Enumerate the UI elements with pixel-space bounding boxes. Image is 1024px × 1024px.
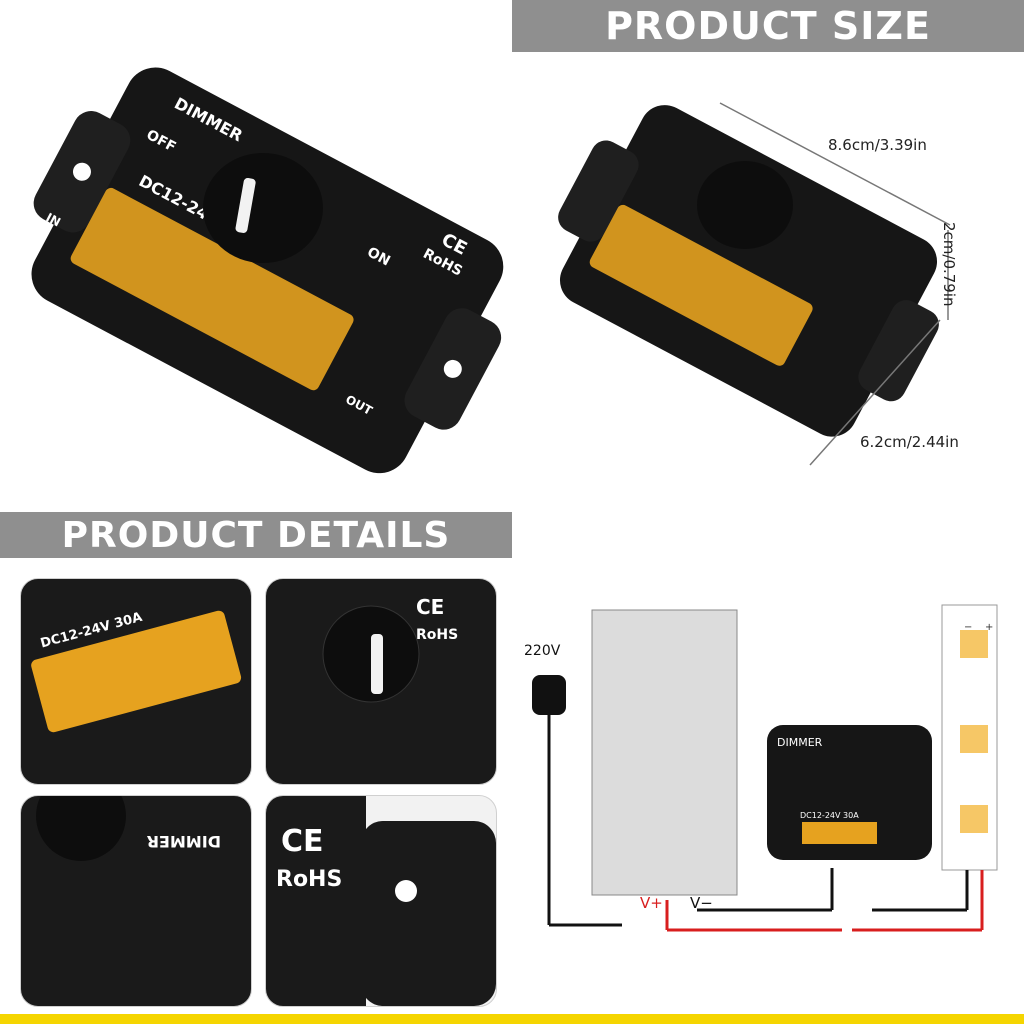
power-supply (591, 609, 738, 896)
detail-cert-panel: CE RoHS (265, 795, 497, 1007)
strip-plus-label: + (985, 622, 993, 633)
ce-mark: CE (281, 824, 324, 859)
detail-terminal-panel: DC12-24V 30A (20, 578, 252, 785)
dimension-photo (558, 102, 951, 466)
knob-icon (697, 161, 793, 249)
psu-vminus-label: V− (690, 894, 713, 912)
detail-knob-panel: CE RoHS (265, 578, 497, 785)
rating-label: DC12-24V 30A (800, 811, 859, 820)
product-details-title: PRODUCT DETAILS (61, 514, 451, 556)
brand-label: DIMMER (777, 736, 823, 749)
brand-label: DIMMER (147, 832, 221, 851)
width-label: 6.2cm/2.44in (860, 433, 959, 451)
product-size-title: PRODUCT SIZE (605, 4, 931, 48)
rohs-mark: RoHS (416, 627, 458, 643)
detail-vent-panel: DIMMER (20, 795, 252, 1007)
rohs-mark: RoHS (276, 867, 342, 892)
mains-label: 220V (524, 643, 561, 659)
wiring-diagram: 220V V+ V− DIMMER DC12-24V 30A − + (524, 604, 998, 932)
product-details-banner: PRODUCT DETAILS (0, 512, 512, 558)
in-label: IN (44, 210, 63, 229)
plug-icon (532, 675, 566, 715)
height-label: 2cm/0.79in (940, 222, 958, 307)
ce-mark: CE (416, 595, 444, 619)
product-size-banner: PRODUCT SIZE (512, 0, 1024, 52)
knob-icon (203, 153, 323, 263)
strip-minus-label: − (964, 622, 972, 633)
psu-vplus-label: V+ (640, 894, 663, 912)
length-label: 8.6cm/3.39in (828, 136, 927, 154)
bottom-accent-strip (0, 1014, 1024, 1024)
dimmer-product-photo: DC12-24V 30A DIMMER OFF ON CE RoHS IN OU… (31, 67, 504, 474)
